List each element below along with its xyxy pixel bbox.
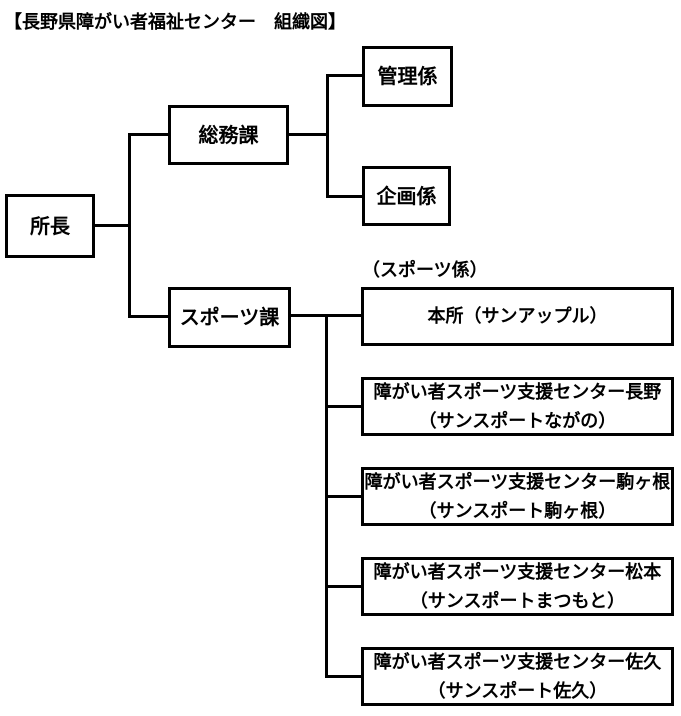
node-facility-saku-line2: （サンスポート佐久）	[427, 680, 608, 702]
connector-to-saku	[325, 675, 361, 678]
node-director-label: 所長	[30, 213, 70, 238]
node-facility-komagane-line1: 障がい者スポーツ支援センター駒ヶ根	[364, 471, 671, 493]
connector-to-kikaku	[326, 195, 362, 198]
connector-to-matsumoto	[325, 585, 361, 588]
node-sports-division: スポーツ課	[168, 287, 291, 348]
node-director: 所長	[5, 194, 95, 258]
node-facility-nagano-line1: 障がい者スポーツ支援センター長野	[373, 381, 662, 403]
node-planning-section-label: 企画係	[376, 183, 437, 208]
node-facility-matsumoto-line1: 障がい者スポーツ支援センター松本	[373, 561, 662, 583]
node-planning-section: 企画係	[362, 166, 451, 226]
node-facility-matsumoto: 障がい者スポーツ支援センター松本 （サンスポートまつもと）	[361, 557, 674, 616]
connector-to-kanri	[326, 74, 362, 77]
connector-trunk-soumu	[326, 74, 329, 198]
connector-soumu-out	[288, 133, 329, 136]
connector-to-komagane	[325, 495, 361, 498]
node-management-section-label: 管理係	[377, 64, 438, 88]
node-facility-honjo: 本所（サンアップル）	[361, 287, 674, 346]
node-management-section: 管理係	[362, 46, 453, 107]
connector-to-soumu	[128, 133, 168, 136]
node-facility-komagane-line2: （サンスポート駒ヶ根）	[418, 500, 617, 522]
node-facility-honjo-line1: 本所（サンアップル）	[427, 306, 608, 327]
connector-director-out	[94, 224, 131, 227]
node-sports-division-label: スポーツ課	[179, 305, 280, 329]
connector-to-sports	[128, 315, 168, 318]
sports-section-note: （スポーツ係）	[362, 260, 488, 281]
node-facility-komagane: 障がい者スポーツ支援センター駒ヶ根 （サンスポート駒ヶ根）	[361, 467, 674, 526]
node-facility-saku-line1: 障がい者スポーツ支援センター佐久	[373, 651, 662, 673]
node-facility-saku: 障がい者スポーツ支援センター佐久 （サンスポート佐久）	[361, 647, 674, 706]
node-facility-nagano-line2: （サンスポートながの）	[418, 410, 617, 432]
connector-to-nagano	[325, 405, 361, 408]
node-facility-matsumoto-line2: （サンスポートまつもと）	[409, 590, 626, 612]
page-title: 【長野県障がい者福祉センター 組織図】	[4, 12, 346, 33]
connector-trunk-director	[128, 133, 131, 318]
node-general-affairs-division: 総務課	[168, 105, 289, 165]
node-facility-nagano: 障がい者スポーツ支援センター長野 （サンスポートながの）	[361, 377, 674, 436]
node-general-affairs-label: 総務課	[198, 122, 259, 147]
